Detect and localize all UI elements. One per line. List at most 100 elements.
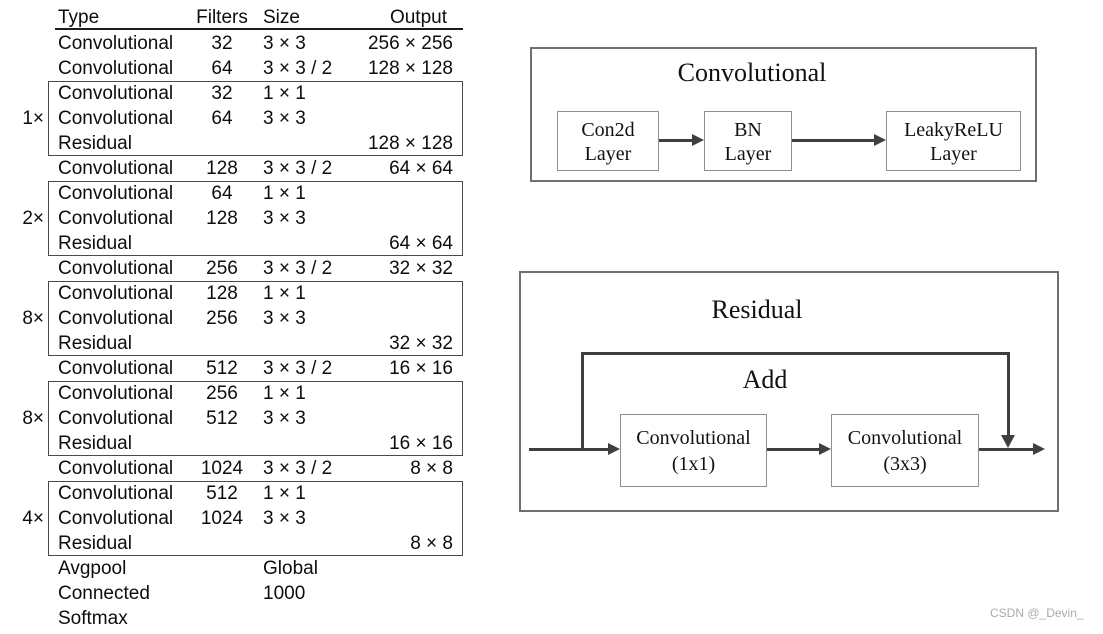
cell-output	[361, 606, 463, 631]
cell-filters: 512	[206, 483, 238, 504]
skip-connection-arrowhead-icon	[1001, 435, 1015, 448]
cell-size	[256, 606, 361, 631]
cell-type: Convolutional	[58, 408, 174, 429]
cell-output: 8 × 8	[410, 533, 453, 554]
cell-type: Softmax	[58, 608, 128, 629]
cell-output: 128 × 128	[367, 58, 453, 79]
cell-output	[361, 81, 463, 106]
cell-size: 1 × 1	[263, 383, 306, 404]
cell-output: 64 × 64	[389, 158, 453, 179]
cell-type: Connected	[58, 583, 150, 604]
cell-size: 1000	[263, 583, 306, 604]
table-row: Softmax	[48, 606, 463, 631]
cell-size: 3 × 3	[263, 208, 306, 229]
cell-type: Convolutional	[58, 58, 174, 79]
cell-size	[256, 231, 361, 256]
skip-connection-top-segment	[581, 352, 1010, 355]
cell-type: Avgpool	[58, 558, 127, 579]
cell-size: 3 × 3 / 2	[263, 58, 333, 79]
node-label-line: Layer	[724, 143, 772, 165]
leakyrelu-layer-node: LeakyReLU Layer	[886, 111, 1021, 171]
cell-type: Convolutional	[58, 258, 174, 279]
header-size: Size	[263, 7, 300, 28]
cell-type: Residual	[58, 233, 132, 254]
table-row: Convolutional 1024 3 × 3	[48, 506, 463, 531]
cell-output	[361, 206, 463, 231]
cell-output	[361, 581, 463, 606]
header-output: Output	[389, 7, 447, 28]
convolutional-block-diagram: Convolutional Con2d Layer BN Layer Leaky…	[530, 47, 1037, 182]
cell-type: Convolutional	[58, 83, 174, 104]
residual-block-diagram: Residual Add Convolutional (1x1) Convolu…	[519, 271, 1059, 512]
header-filters: Filters	[196, 7, 248, 28]
cell-type: Convolutional	[58, 208, 174, 229]
cell-output: 256 × 256	[367, 33, 453, 54]
cell-output: 64 × 64	[389, 233, 453, 254]
cell-size	[256, 431, 361, 456]
cell-type: Convolutional	[58, 358, 174, 379]
cell-filters: 1024	[200, 508, 244, 529]
cell-output	[361, 281, 463, 306]
cell-type: Residual	[58, 433, 132, 454]
cell-type: Convolutional	[58, 33, 174, 54]
cell-output	[361, 481, 463, 506]
node-label-line: Convolutional	[847, 427, 963, 449]
cell-output	[361, 106, 463, 131]
convolutional-1x1-node: Convolutional (1x1)	[620, 414, 767, 487]
cell-type: Convolutional	[58, 183, 174, 204]
cell-type: Convolutional	[58, 508, 174, 529]
cell-type: Convolutional	[58, 108, 174, 129]
table-header-row: Type Filters Size Output	[48, 5, 463, 31]
arrow-1x1-to-3x3-icon	[767, 443, 831, 455]
cell-output: 16 × 16	[389, 358, 453, 379]
node-label-line: Con2d	[581, 119, 635, 141]
skip-connection-left-segment	[581, 352, 584, 451]
cell-type: Residual	[58, 533, 132, 554]
cell-filters: 1024	[200, 458, 244, 479]
table-row: Residual 16 × 16	[48, 431, 463, 456]
node-label-line: Layer	[584, 143, 632, 165]
cell-output	[361, 506, 463, 531]
cell-filters: 64	[211, 108, 233, 129]
cell-filters: 512	[206, 408, 238, 429]
csdn-watermark: CSDN @_Devin_	[990, 606, 1084, 620]
cell-output	[361, 406, 463, 431]
cell-filters	[188, 531, 256, 556]
cell-output: 8 × 8	[410, 458, 453, 479]
cell-filters: 128	[206, 208, 238, 229]
cell-filters	[188, 431, 256, 456]
cell-size: 3 × 3	[263, 33, 306, 54]
cell-output: 32 × 32	[389, 333, 453, 354]
cell-type: Residual	[58, 133, 132, 154]
node-label-line: BN	[734, 119, 762, 141]
table-row: Residual 8 × 8	[48, 531, 463, 556]
cell-type: Convolutional	[58, 458, 174, 479]
node-label-line: LeakyReLU	[904, 119, 1003, 141]
cell-filters: 128	[206, 283, 238, 304]
bn-layer-node: BN Layer	[704, 111, 792, 171]
cell-size: 3 × 3	[263, 508, 306, 529]
cell-filters	[188, 606, 256, 631]
cell-output: 16 × 16	[389, 433, 453, 454]
cell-size: 3 × 3 / 2	[263, 358, 333, 379]
cell-size	[256, 531, 361, 556]
cell-size: 1 × 1	[263, 283, 306, 304]
table-row: Residual 64 × 64	[48, 231, 463, 256]
node-label-line: (3x3)	[883, 453, 927, 475]
cell-filters	[188, 581, 256, 606]
